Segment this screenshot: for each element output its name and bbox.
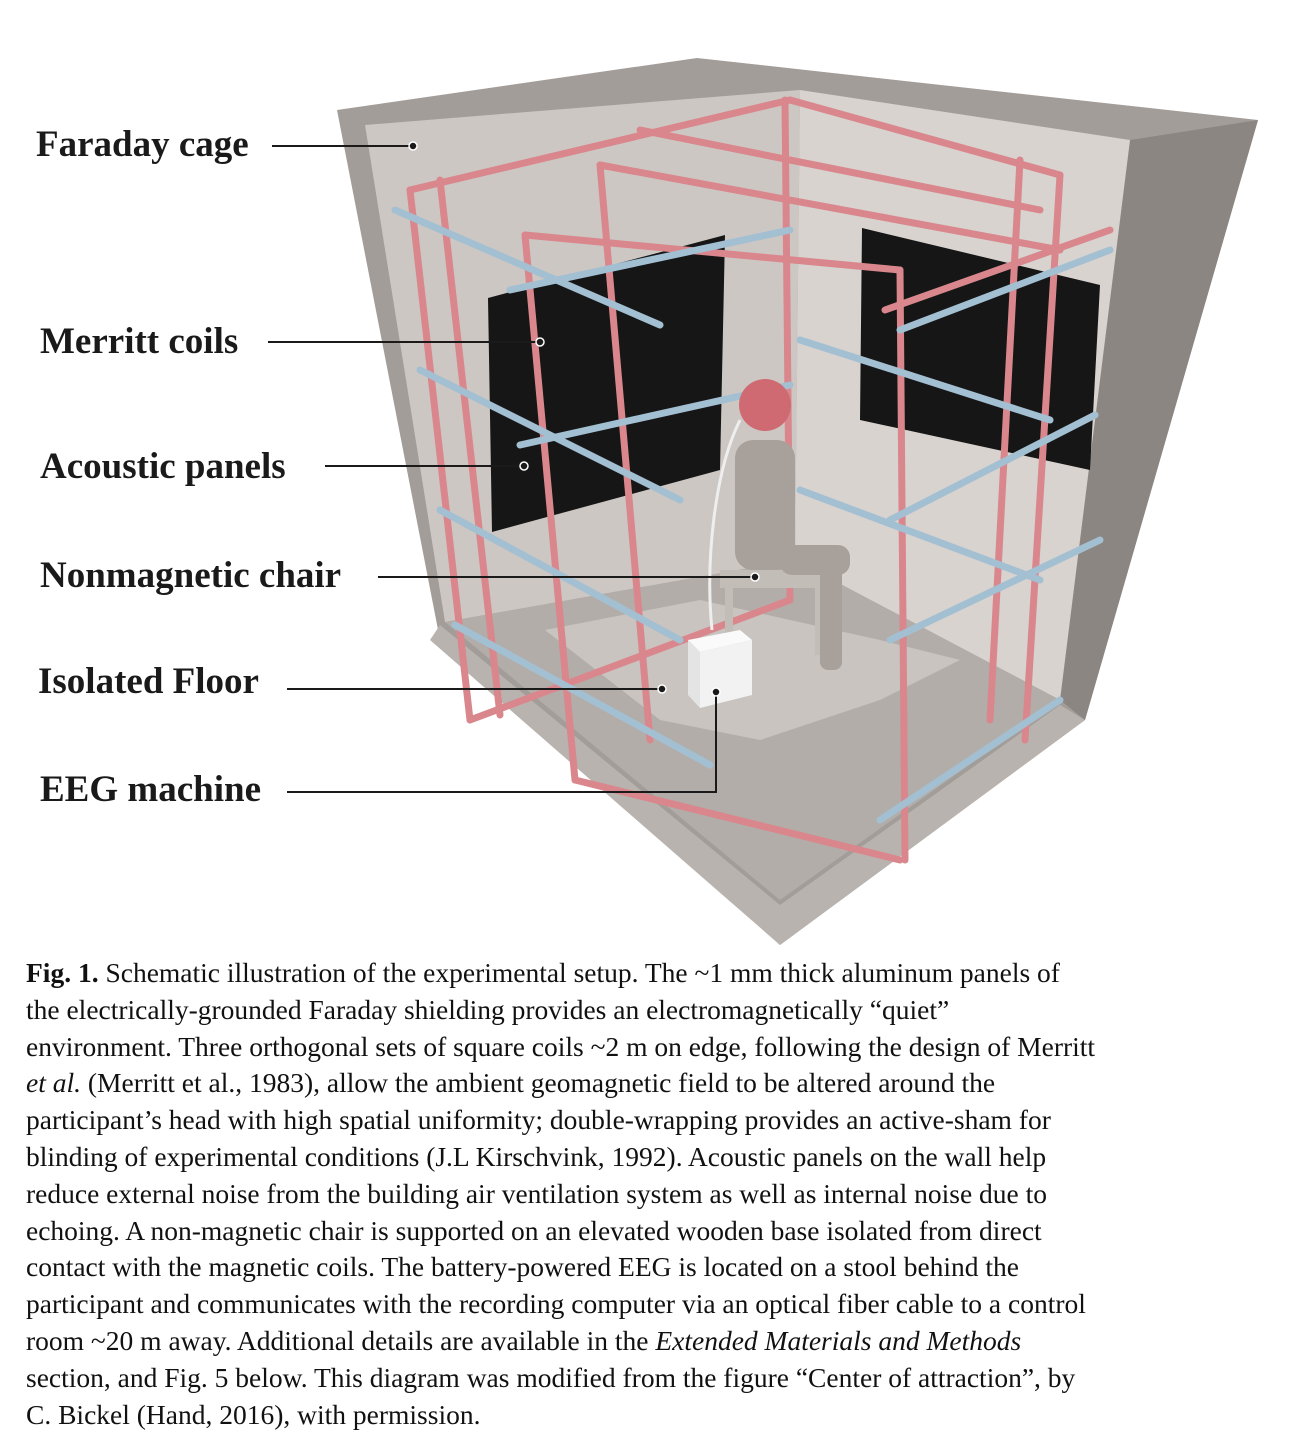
participant-head-eeg-cap xyxy=(739,379,791,431)
figure-caption: Fig. 1. Schematic illustration of the ex… xyxy=(26,955,1276,1433)
caption-line: contact with the magnetic coils. The bat… xyxy=(26,1251,1020,1283)
caption-line: Fig. 1. Schematic illustration of the ex… xyxy=(26,955,1276,992)
caption-line: participant’s head with high spatial uni… xyxy=(26,1104,1051,1136)
figure-number: Fig. 1. xyxy=(26,957,99,988)
caption-line: et al. (Merritt et al., 1983), allow the… xyxy=(26,1065,1276,1102)
leader-dots xyxy=(408,141,760,697)
caption-text: (Merritt et al., 1983), allow the ambien… xyxy=(81,1067,996,1099)
cage-front-rim xyxy=(430,625,1085,945)
caption-text: Schematic illustration of the experiment… xyxy=(98,957,1060,988)
eeg-machine-box xyxy=(688,630,752,708)
caption-line: section, and Fig. 5 below. This diagram … xyxy=(26,1361,1076,1393)
merritt-coils xyxy=(391,96,1114,864)
label-acoustic-panels: Acoustic panels xyxy=(40,446,286,487)
caption-line: the electrically-grounded Faraday shield… xyxy=(26,993,950,1025)
caption-line: environment. Three orthogonal sets of sq… xyxy=(26,1030,1096,1062)
caption-line: participant and communicates with the re… xyxy=(26,1288,1086,1320)
label-isolated-floor: Isolated Floor xyxy=(38,661,259,702)
leader-lines xyxy=(268,145,755,793)
caption-line: C. Bickel (Hand, 2016), with permission. xyxy=(26,1398,481,1430)
caption-italic: et al. xyxy=(26,1067,81,1099)
label-eeg-machine: EEG machine xyxy=(40,769,261,810)
cage-right-outer-face xyxy=(1060,120,1258,720)
label-merritt-coils: Merritt coils xyxy=(40,321,239,362)
participant-on-chair xyxy=(720,379,850,670)
label-nonmagnetic-chair: Nonmagnetic chair xyxy=(40,555,342,596)
caption-line: blinding of experimental conditions (J.L… xyxy=(26,1140,1047,1172)
caption-line: room ~20 m away. Additional details are … xyxy=(26,1323,1276,1360)
acoustic-panel-right xyxy=(860,228,1100,470)
eeg-cable xyxy=(708,419,742,631)
caption-line: echoing. A non-magnetic chair is support… xyxy=(26,1214,1042,1246)
experimental-setup-figure: Faraday cage Merritt coils Acoustic pane… xyxy=(36,58,1258,945)
caption-line: reduce external noise from the building … xyxy=(26,1177,1048,1209)
caption-italic: Extended Materials and Methods xyxy=(655,1324,1022,1356)
faraday-cage-illustration xyxy=(268,58,1258,945)
label-faraday-cage: Faraday cage xyxy=(36,124,249,165)
caption-text: room ~20 m away. Additional details are … xyxy=(26,1324,656,1356)
